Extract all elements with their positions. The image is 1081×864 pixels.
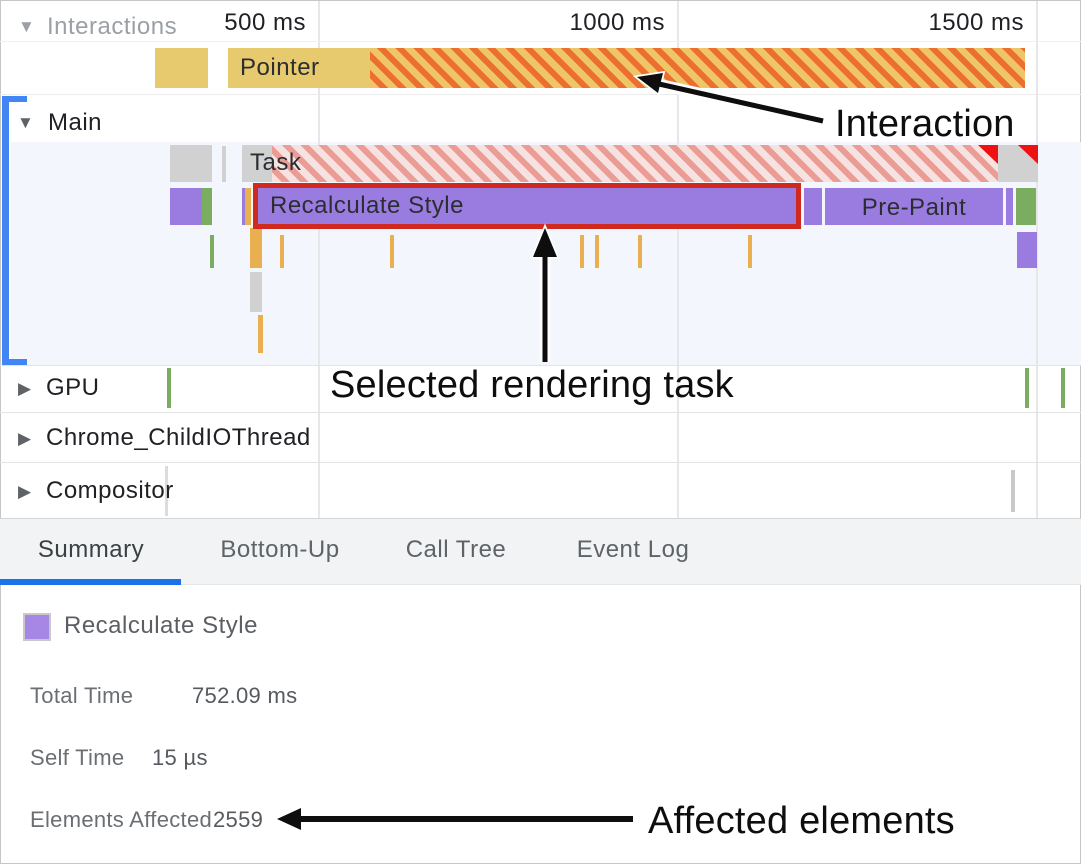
ruler-tick-500: 500 ms (224, 9, 306, 36)
pointer-bar-label: Pointer (240, 54, 320, 81)
gridline-1500ms (1036, 1, 1038, 518)
task-child-bar[interactable] (250, 272, 262, 312)
style-event-bar[interactable] (170, 188, 202, 225)
pointer-interaction-striped-bar[interactable] (370, 48, 1025, 88)
ruler-divider (0, 41, 1081, 42)
script-event-tick[interactable] (595, 235, 599, 268)
pre-paint-label: Pre-Paint (861, 194, 967, 221)
expand-triangle-icon[interactable]: ▶ (18, 429, 32, 448)
paint-event-bar[interactable] (202, 188, 212, 225)
long-task-bar-start[interactable] (242, 145, 272, 182)
script-event-tick[interactable] (390, 235, 394, 268)
script-event-tick[interactable] (280, 235, 284, 268)
collapse-triangle-icon[interactable]: ▼ (17, 113, 34, 132)
annotation-interaction: Interaction (835, 103, 1015, 145)
long-task-warning-icon (1018, 145, 1038, 164)
gridline-500ms (318, 1, 320, 518)
task-event-bar[interactable] (222, 146, 226, 182)
compositor-event-tick[interactable] (1011, 470, 1015, 512)
selected-tab-underline (0, 579, 181, 585)
compositor-event-tick[interactable] (165, 466, 168, 516)
ruler-tick-1000: 1000 ms (569, 9, 665, 36)
paint-event-tick[interactable] (210, 235, 214, 268)
expand-triangle-icon[interactable]: ▶ (18, 482, 32, 501)
summary-row-value: 15 µs (152, 745, 208, 770)
summary-row-value: 2559 (213, 807, 264, 832)
ruler-tick-1500: 1500 ms (928, 9, 1024, 36)
selected-recalculate-style-bar[interactable]: Recalculate Style (253, 183, 801, 229)
track-header-childio[interactable]: Chrome_ChildIOThread (46, 424, 311, 451)
style-event-bar[interactable] (1017, 232, 1037, 268)
track-header-main[interactable]: Main (48, 109, 103, 136)
event-color-swatch (23, 613, 51, 641)
script-event-tick[interactable] (258, 315, 263, 353)
tab-bottom-up[interactable]: Bottom-Up (220, 536, 340, 563)
expand-triangle-icon[interactable]: ▶ (18, 379, 32, 398)
summary-event-title: Recalculate Style (64, 612, 258, 639)
gpu-divider (0, 412, 1081, 413)
pointer-interaction-bar[interactable]: Pointer (228, 48, 370, 88)
interactions-divider (0, 94, 1081, 95)
script-event-tick[interactable] (748, 235, 752, 268)
interaction-event-bar[interactable] (155, 48, 208, 88)
gridline-1000ms (677, 1, 679, 518)
style-event-bar[interactable] (242, 188, 245, 225)
summary-row-label: Self Time (30, 745, 125, 770)
track-header-compositor[interactable]: Compositor (46, 477, 174, 504)
selected-track-bracket (2, 96, 9, 365)
annotation-selected-task: Selected rendering task (330, 364, 734, 406)
script-event-tick[interactable] (580, 235, 584, 268)
tab-call-tree[interactable]: Call Tree (405, 536, 507, 563)
tab-summary[interactable]: Summary (37, 536, 145, 563)
selected-track-bracket-top-arm (2, 96, 27, 102)
style-event-bar[interactable] (1006, 188, 1013, 225)
summary-row-label: Elements Affected (30, 807, 213, 832)
pre-paint-bar[interactable]: Pre-Paint (825, 188, 1003, 225)
track-header-interactions[interactable]: Interactions (47, 13, 178, 40)
gpu-event-tick[interactable] (1061, 368, 1065, 408)
annotation-affected-elements: Affected elements (648, 800, 955, 842)
recalculate-style-label: Recalculate Style (270, 192, 464, 219)
details-tab-bar: Summary Bottom-Up Call Tree Event Log (0, 518, 1081, 585)
task-bar-label: Task (250, 149, 302, 176)
track-header-gpu[interactable]: GPU (46, 374, 100, 401)
gpu-event-tick[interactable] (1025, 368, 1029, 408)
style-event-bar[interactable] (804, 188, 822, 225)
childio-divider (0, 462, 1081, 463)
paint-event-bar[interactable] (1016, 188, 1036, 225)
script-event-bar[interactable] (245, 188, 251, 225)
main-track-divider (0, 365, 1081, 366)
long-task-striped-bar[interactable] (272, 145, 998, 182)
gpu-event-tick[interactable] (167, 368, 171, 408)
summary-row-value: 752.09 ms (192, 683, 298, 708)
task-event-bar[interactable] (170, 145, 212, 182)
script-event-bar[interactable] (250, 228, 262, 268)
summary-row-label: Total Time (30, 683, 134, 708)
long-task-warning-icon (978, 145, 998, 164)
collapse-triangle-icon[interactable]: ▼ (18, 17, 35, 36)
selected-track-bracket-bottom-arm (2, 359, 27, 365)
tab-event-log[interactable]: Event Log (576, 536, 690, 563)
script-event-tick[interactable] (638, 235, 642, 268)
